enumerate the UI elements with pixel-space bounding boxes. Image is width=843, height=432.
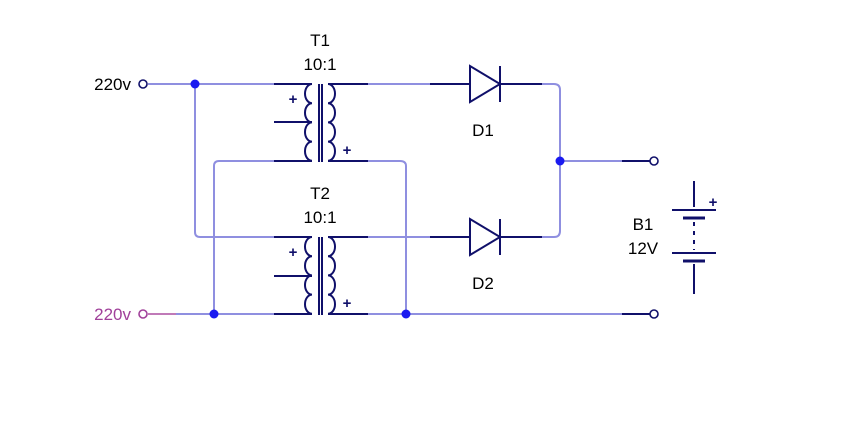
input-bottom-label: 220v [94, 305, 131, 324]
battery-b1-symbol [672, 181, 716, 294]
wire-primary-return [213, 160, 274, 314]
t2-secondary-polarity: + [343, 295, 352, 312]
junction-node [190, 79, 200, 89]
terminal-output-top[interactable] [649, 156, 659, 166]
terminals [138, 79, 659, 319]
wire-primary-parallel [194, 84, 274, 238]
t2-primary-polarity: + [289, 244, 298, 261]
t2-primary-coil [304, 236, 313, 315]
b1-polarity: + [709, 194, 718, 211]
wire-d1-out [542, 83, 561, 161]
d1-ref-label: D1 [472, 121, 494, 140]
t2-secondary-coil [327, 236, 336, 315]
d2-ref-label: D2 [472, 274, 494, 293]
t1-primary-polarity: + [289, 91, 298, 108]
wire-d2-out [542, 161, 561, 238]
t2-ref-label: T2 [310, 184, 330, 203]
b1-ref-label: B1 [633, 215, 654, 234]
terminal-output-bottom[interactable] [649, 309, 659, 319]
t1-secondary-polarity: + [343, 142, 352, 159]
terminal-input-bottom[interactable] [138, 309, 148, 319]
input-top-label: 220v [94, 75, 131, 94]
junction-nodes [190, 79, 565, 319]
wire-t1-center [368, 160, 407, 314]
t1-ref-label: T1 [310, 31, 330, 50]
b1-voltage-label: 12V [628, 239, 659, 258]
diode-d2-symbol [469, 217, 502, 257]
diode-d1-symbol [469, 64, 502, 104]
t1-secondary-coil [327, 83, 336, 162]
t1-ratio-label: 10:1 [303, 55, 336, 74]
component-leads [274, 83, 650, 315]
t1-primary-coil [304, 83, 313, 162]
junction-node [401, 309, 411, 319]
transformer-t1 [304, 83, 336, 162]
junction-node [209, 309, 219, 319]
transformer-t2 [304, 236, 336, 315]
junction-node [555, 156, 565, 166]
terminal-input-top[interactable] [138, 79, 148, 89]
wires [148, 83, 622, 315]
t2-ratio-label: 10:1 [303, 208, 336, 227]
